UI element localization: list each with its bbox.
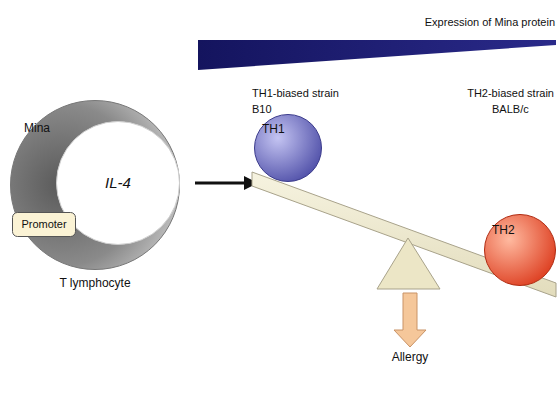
th2-ball-shape xyxy=(485,215,556,286)
promoter-box-shape xyxy=(13,213,76,237)
node-label: T lymphocyte xyxy=(10,276,180,290)
seesaw-fulcrum xyxy=(377,238,440,289)
seesaw-plank xyxy=(252,172,556,297)
node-label: Promoter xyxy=(12,218,76,230)
node-label: IL-4 xyxy=(56,174,180,191)
expression-wedge xyxy=(198,40,556,70)
th1-ball: TH1 xyxy=(254,114,322,182)
promoter-box: Promoter xyxy=(12,212,76,237)
th1-ball-shape xyxy=(255,115,322,182)
th2-ball: TH2 xyxy=(484,214,556,286)
strain-name: B10 xyxy=(252,103,272,115)
strain-name: BALB/c xyxy=(492,103,529,115)
outcome-label: Allergy xyxy=(370,350,450,364)
gradient-caption: Expression of Mina protein xyxy=(425,16,555,28)
flow-arrow xyxy=(195,182,246,185)
strain-type: TH1-biased strain xyxy=(252,87,339,99)
node-label: TH1 xyxy=(262,122,302,136)
t-lymphocyte-cell-shape xyxy=(11,101,180,270)
inhibitor-name: Mina xyxy=(24,121,50,135)
allergy-arrow xyxy=(394,293,426,347)
strain-type: TH2-biased strain xyxy=(467,87,554,99)
node-label: TH2 xyxy=(492,223,532,237)
